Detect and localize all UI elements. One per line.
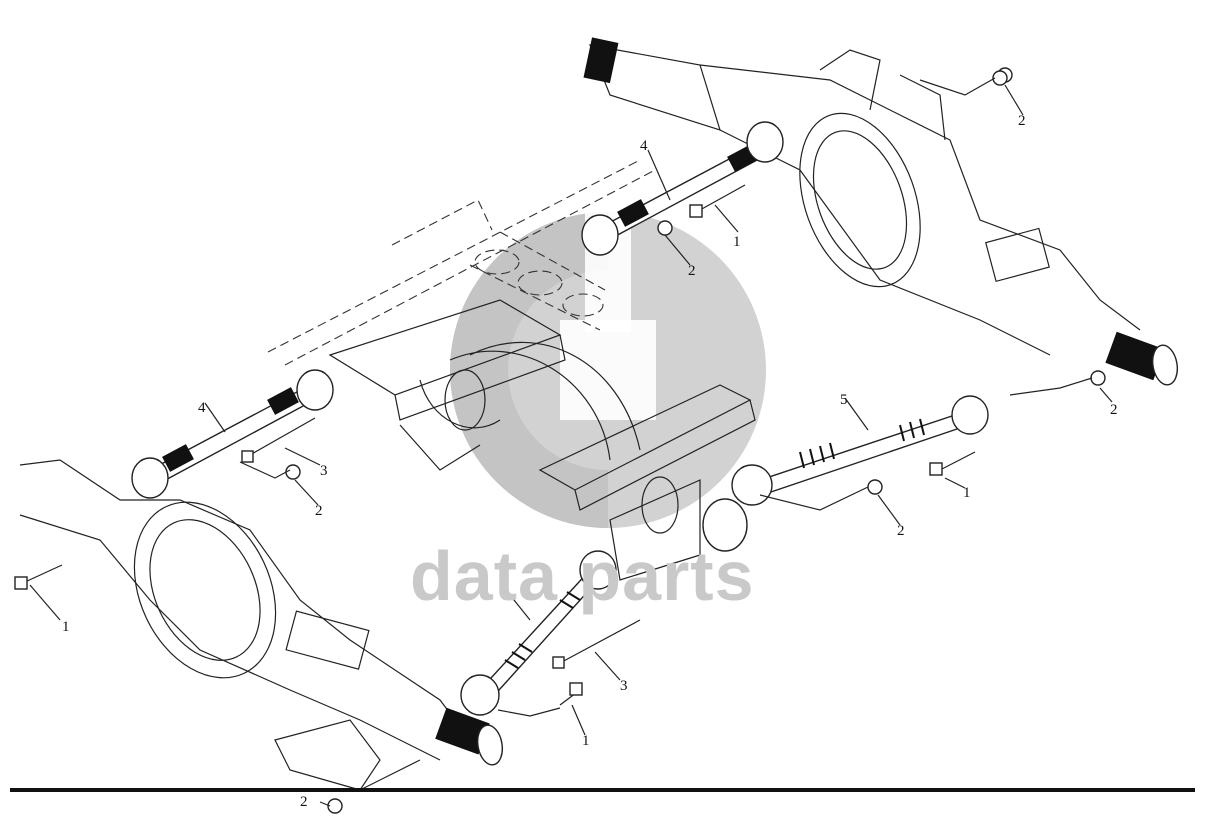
nut: [867, 479, 883, 495]
callout-torque-rod: 4: [198, 400, 206, 416]
callout-long-bolt: 3: [320, 463, 328, 479]
bolt: [559, 682, 583, 706]
lateral-rod-left: [460, 550, 617, 716]
long-bolt: [552, 619, 641, 669]
frame-crossmember: [328, 299, 756, 581]
nut: [285, 464, 301, 480]
frame-dashed-outline: [267, 159, 656, 366]
callout-torque-rod: 4: [640, 138, 648, 154]
long-bolt: [241, 417, 316, 463]
bottom-rule: [10, 788, 1195, 792]
rear-axle-lower: [19, 459, 504, 791]
nut: [657, 220, 673, 236]
nut: [327, 798, 343, 814]
callout-nut: 2: [1018, 113, 1026, 129]
nut: [992, 70, 1008, 86]
torque-rod-upper: [581, 121, 784, 256]
callout-nut: 2: [1110, 402, 1118, 418]
callout-bolt: 1: [62, 619, 70, 635]
leader-lines: [29, 77, 1113, 807]
nut: [1090, 370, 1106, 386]
callout-nut: 2: [688, 263, 696, 279]
bolt: [14, 564, 63, 590]
watermark-text: data parts: [410, 537, 755, 615]
lateral-rod-right: [731, 395, 989, 506]
callout-bolt: 1: [963, 485, 971, 501]
callout-nut: 2: [300, 794, 308, 810]
bolt: [929, 451, 976, 476]
callout-bolt: 1: [582, 733, 590, 749]
callout-lateral-rod: 5: [840, 392, 848, 408]
torque-rod-lower: [131, 369, 334, 499]
callout-nut: 2: [897, 523, 905, 539]
callout-bolt: 1: [733, 234, 741, 250]
bolt: [689, 184, 746, 218]
watermark-logo: [450, 212, 766, 528]
callout-long-bolt: 3: [620, 678, 628, 694]
callout-lateral-rod: 5: [502, 584, 510, 600]
callout-nut: 2: [315, 503, 323, 519]
